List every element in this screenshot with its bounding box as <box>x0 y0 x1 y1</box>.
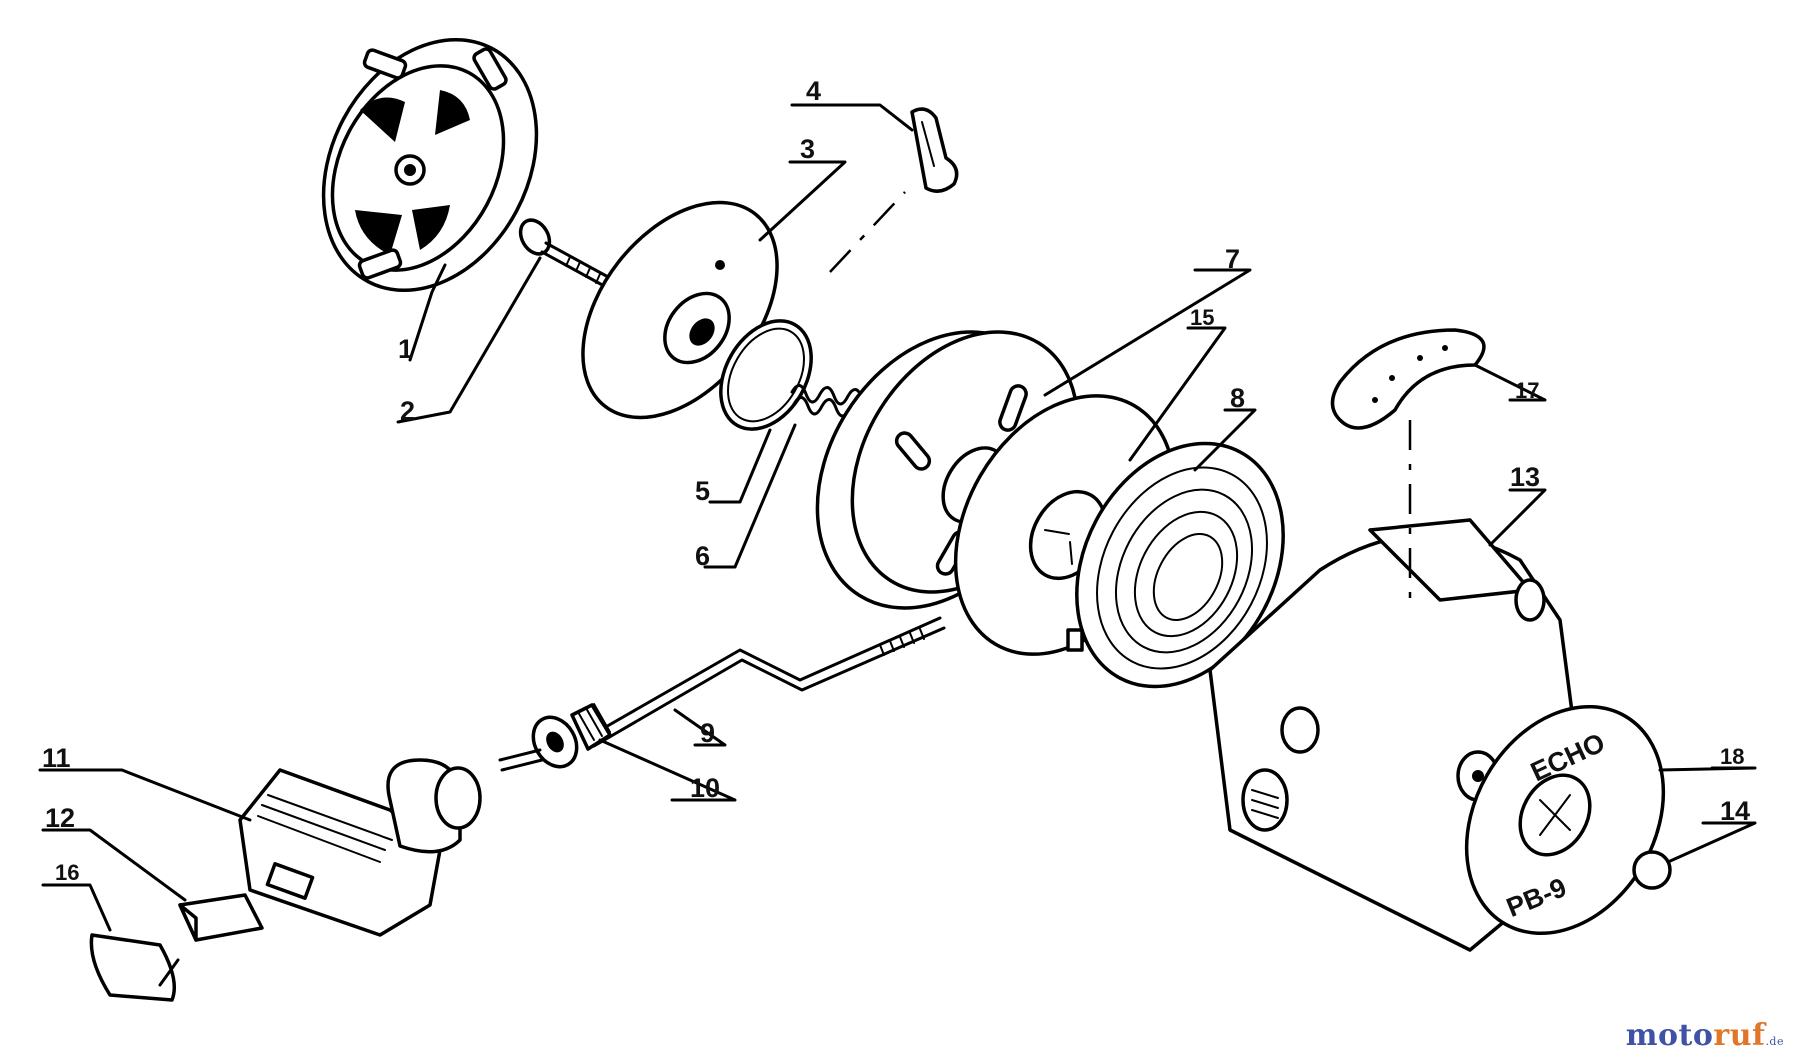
callout-5: 5 <box>695 476 710 506</box>
part-4-pawl <box>910 107 959 193</box>
callout-1: 1 <box>398 334 413 364</box>
part-17-label-plate <box>1330 328 1486 430</box>
callout-11: 11 <box>42 743 71 773</box>
part-11-handle <box>238 758 482 937</box>
callout-13: 13 <box>1510 462 1540 492</box>
watermark-part1: moto <box>1625 1018 1714 1053</box>
part-9-rod <box>588 616 946 748</box>
leader-lines <box>38 103 1757 987</box>
part-1-ratchet-carrier <box>321 37 539 293</box>
callout-9: 9 <box>700 718 715 748</box>
part-16-cap <box>89 933 176 1002</box>
callout-2: 2 <box>400 396 415 426</box>
part-8-recoil-spring <box>1066 441 1285 689</box>
watermark-part2: ruf <box>1713 1018 1766 1053</box>
callout-16: 16 <box>55 860 79 885</box>
part-12-insert <box>178 893 264 942</box>
callout-7: 7 <box>1225 244 1240 274</box>
callout-12: 12 <box>45 803 75 833</box>
watermark-part3: .de <box>1765 1035 1784 1048</box>
callout-8: 8 <box>1230 383 1245 413</box>
callout-4: 4 <box>806 76 821 106</box>
part-2-screw <box>518 218 612 289</box>
callout-6: 6 <box>695 541 710 571</box>
callout-18: 18 <box>1720 744 1744 769</box>
callout-10: 10 <box>690 773 720 803</box>
callout-3: 3 <box>800 134 815 164</box>
callout-labels: 1 2 3 4 5 6 7 15 8 9 10 11 12 16 17 13 1… <box>42 76 1750 885</box>
part-14-knob <box>1632 850 1672 890</box>
callout-15: 15 <box>1190 305 1214 330</box>
part-10-fitting <box>498 703 612 772</box>
callout-14: 14 <box>1720 796 1750 826</box>
part-5-washer <box>719 319 813 431</box>
callout-17: 17 <box>1515 378 1539 403</box>
watermark-logo: motoruf.de <box>1626 1018 1784 1053</box>
